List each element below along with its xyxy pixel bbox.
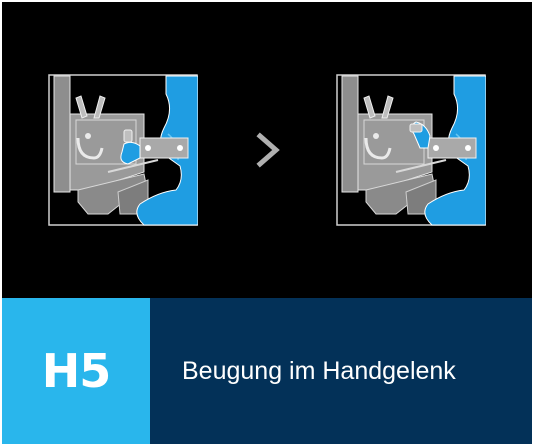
exercise-code-badge: H5: [2, 298, 150, 444]
chevron-right-icon: [256, 132, 280, 168]
exercise-code: H5: [41, 344, 112, 398]
exercise-title: Beugung im Handgelenk: [182, 356, 456, 385]
start-position-illustration: [48, 74, 198, 226]
exercise-label-bar: H5 Beugung im Handgelenk: [2, 298, 532, 444]
exercise-title-panel: Beugung im Handgelenk: [150, 298, 532, 444]
end-position-illustration: [336, 74, 486, 226]
